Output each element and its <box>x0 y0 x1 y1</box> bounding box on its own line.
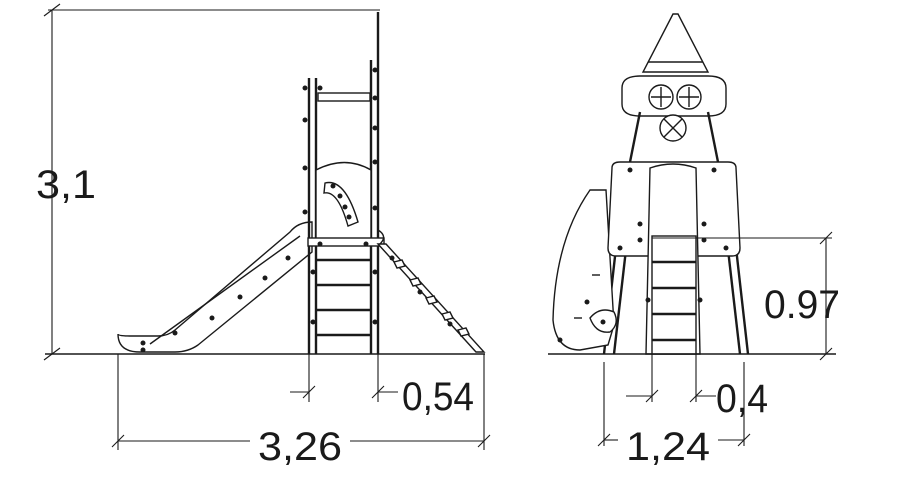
rocket-cabin <box>621 75 727 117</box>
ladder-width-label-left: 0,54 <box>402 375 474 419</box>
width-dimension-right <box>597 362 751 447</box>
front-ladder <box>651 235 697 355</box>
height-dimension-right <box>652 231 833 361</box>
rocket-side-fin <box>552 189 615 351</box>
ladder-width-label-right: 0,4 <box>716 377 768 421</box>
height-dimension-left <box>43 3 380 361</box>
tower <box>302 12 385 354</box>
height-label-left: 3,1 <box>36 163 96 207</box>
climbing-ramp <box>376 243 486 353</box>
rocket-nose-cone <box>641 13 710 73</box>
width-label-right: 1,24 <box>626 425 710 469</box>
front-elevation-view: 0.97 0,4 1,24 <box>548 13 840 469</box>
ladder-width-dimension-left <box>290 354 398 402</box>
slide <box>117 221 313 353</box>
ladder-width-dimension-right <box>626 354 716 403</box>
width-dimension-left <box>111 354 491 450</box>
side-elevation-view: 3,1 0,54 3,26 <box>36 3 491 469</box>
height-label-right: 0.97 <box>764 283 840 327</box>
width-label-left: 3,26 <box>258 425 342 469</box>
